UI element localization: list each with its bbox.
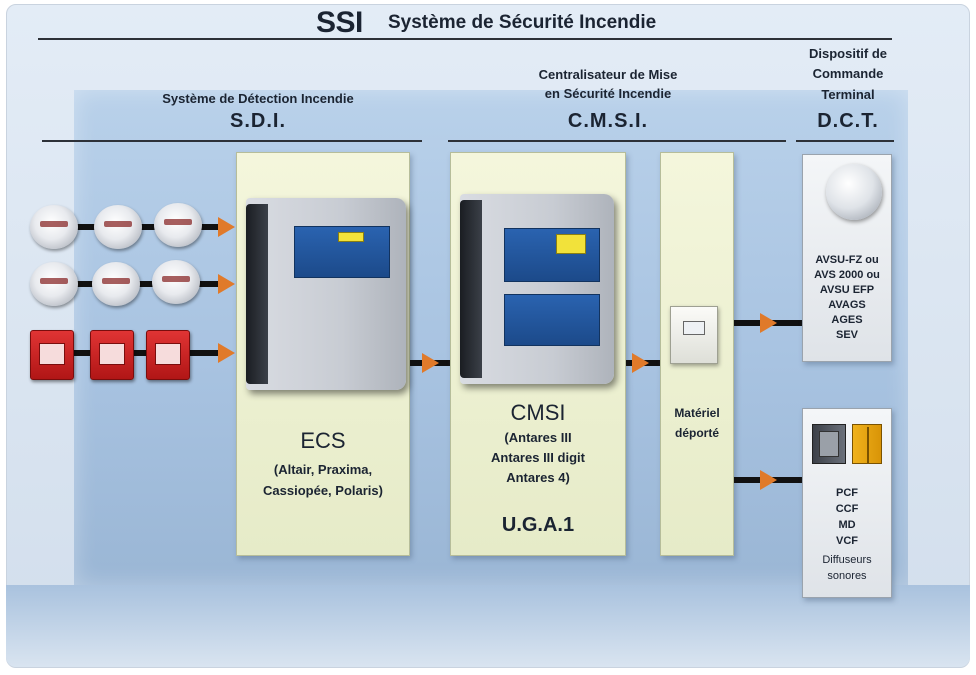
cmsi-line3: Antares 4) [506, 470, 570, 485]
cmsi-line2: Antares III digit [491, 450, 585, 465]
ecs-line1: (Altair, Praxima, [273, 462, 373, 477]
ecs-title: ECS [300, 428, 346, 453]
ecs-line2: Cassiopée, Polaris) [263, 483, 383, 498]
dct-rule [796, 140, 894, 142]
arrow-icon [760, 313, 777, 333]
sdi-rule [42, 140, 422, 142]
smoke-detector-icon [30, 205, 78, 249]
dct-top-line-3: AVAGS [828, 299, 866, 311]
dct-top-line-4: AGES [831, 314, 863, 326]
cmsi-rule [448, 140, 786, 142]
dct-top-line-1: AVS 2000 ou [814, 269, 880, 281]
manual-call-point-icon [146, 330, 190, 380]
smoke-detector-icon [92, 262, 140, 306]
cmsi-cabinet-icon [460, 194, 614, 384]
ecs-cabinet-icon [246, 198, 406, 390]
dct-abbr: D.C.T. [817, 110, 879, 132]
smoke-detector-icon [152, 260, 200, 304]
arrow-icon [422, 353, 439, 373]
manual-call-point-icon [30, 330, 74, 380]
arrow-icon [218, 217, 235, 237]
dct-name-line3: Terminal [821, 87, 875, 102]
remote-equipment-icon [670, 306, 718, 364]
arrow-icon [760, 470, 777, 490]
callpoint-line [48, 350, 220, 356]
dct-bottom-line-0: PCF [836, 487, 858, 499]
remote-line2: déporté [674, 426, 719, 440]
yellow-cabinet-icon [852, 424, 882, 464]
dct-top-line-0: AVSU-FZ ou [815, 254, 879, 266]
arrow-icon [218, 274, 235, 294]
dct-bottom-line-3: VCF [836, 535, 858, 547]
diagram-floor [6, 585, 970, 667]
arrow-icon [632, 353, 649, 373]
fire-door-icon [812, 424, 846, 464]
remote-line1: Matériel [674, 406, 720, 420]
smoke-detector-icon [94, 205, 142, 249]
cmsi-name-line1: Centralisateur de Mise [538, 67, 678, 82]
dct-bottom-line-1: CCF [835, 503, 859, 515]
smoke-detector-icon [154, 203, 202, 247]
dct-diffuseurs-line1: Diffuseurs [822, 554, 872, 566]
dct-diffuseurs-line2: sonores [827, 570, 867, 582]
sdi-abbr: S.D.I. [229, 110, 286, 132]
title-abbr: SSI [316, 6, 363, 39]
sounder-icon [826, 164, 882, 220]
cmsi-title: CMSI [510, 400, 566, 425]
title-full: Système de Sécurité Incendie [388, 12, 657, 33]
dct-name-line1: Dispositif de [808, 46, 887, 61]
cmsi-name-line2: en Sécurité Incendie [544, 86, 672, 101]
smoke-detector-icon [30, 262, 78, 306]
cmsi-abbr: C.M.S.I. [567, 110, 649, 132]
title-rule [38, 38, 892, 40]
manual-call-point-icon [90, 330, 134, 380]
dct-bottom-line-2: MD [838, 519, 856, 531]
sdi-name: Système de Détection Incendie [162, 91, 354, 106]
dct-top-line-2: AVSU EFP [819, 284, 875, 296]
cmsi-line1: (Antares III [504, 430, 572, 445]
arrow-icon [218, 343, 235, 363]
dct-name-line2: Commande [812, 66, 884, 81]
cmsi-uga: U.G.A.1 [501, 514, 575, 536]
dct-top-line-5: SEV [835, 329, 858, 341]
